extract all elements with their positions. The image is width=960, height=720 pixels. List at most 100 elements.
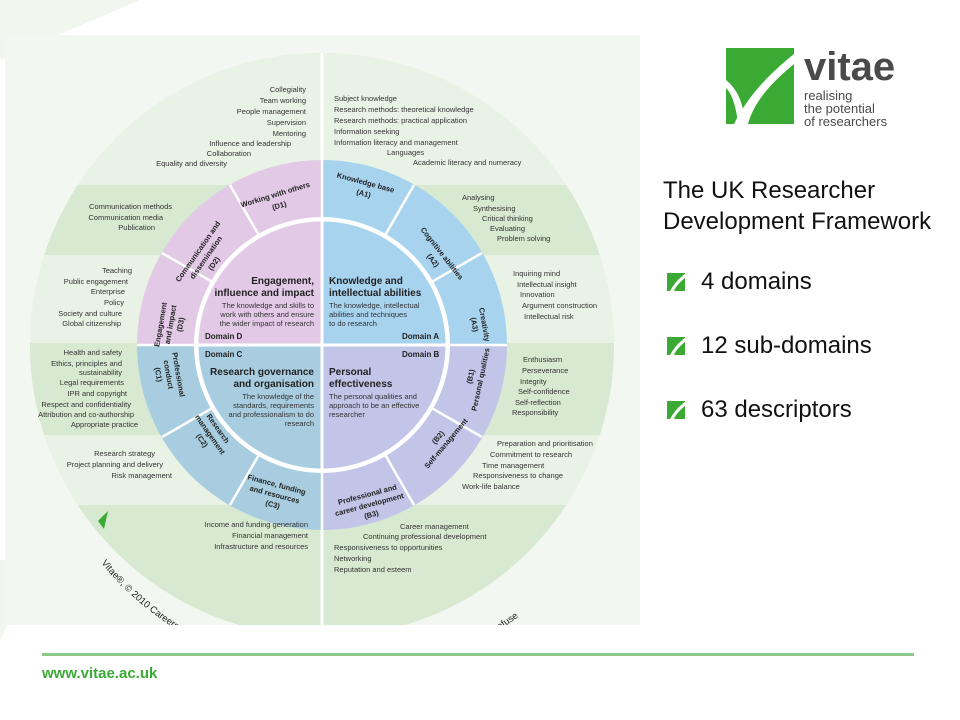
domain-c-label: Domain C [205,350,243,359]
descriptor-a1: Subject knowledge [334,94,397,103]
descriptor-c1: Legal requirements [60,378,124,387]
descriptor-d1: Influence and leadership [209,139,291,148]
descriptor-c1: Attribution and co-authorship [38,410,134,419]
descriptor-c2: Project planning and delivery [67,460,164,469]
descriptor-c1: Health and safety [64,348,123,357]
descriptor-a2: Analysing [462,193,495,202]
bullet-item: 63 descriptors [663,395,953,425]
domain-d-title: influence and impact [215,288,315,299]
descriptor-c1: Ethics, principles and [51,359,122,368]
descriptor-d3: Enterprise [91,287,125,296]
descriptor-a1: Information literacy and management [334,138,459,147]
bullet-text: 63 descriptors [701,396,852,423]
descriptor-d1: Mentoring [273,129,306,138]
logo-tagline: of researchers [804,114,888,129]
rdf-wheel-diagram: Knowledge and intellectual abilities The… [5,35,640,625]
descriptor-d2: Communication media [88,213,163,222]
domain-d-desc: The knowledge and skills to [222,301,314,310]
descriptor-a1: Academic literacy and numeracy [413,158,522,167]
domain-d-title: Engagement, [251,276,314,287]
descriptor-d2: Communication methods [89,202,172,211]
descriptor-b3: Continuing professional development [363,532,487,541]
domain-d-label: Domain D [205,332,243,341]
descriptor-c2: Risk management [112,471,173,480]
logo-brand: vitae [804,45,895,89]
descriptor-d3: Society and culture [58,309,122,318]
descriptor-a2: Evaluating [490,224,525,233]
subdomain-a1-code: (A1) [355,187,372,200]
descriptor-c3: Income and funding generation [205,520,308,529]
domain-c-desc: and professionalism to do [229,410,314,419]
descriptor-b3: Responsiveness to opportunities [334,543,443,552]
subdomain-b1-code: (B1) [465,368,477,385]
bullet-icon [667,273,685,291]
subdomain-d3-code: (D3) [175,316,186,332]
domain-b-title: Personal [329,367,371,378]
descriptor-d1: Supervision [267,118,306,127]
bullet-item: 12 sub-domains [663,331,953,361]
domain-a-title: Knowledge and [329,276,403,287]
descriptor-c3: Financial management [232,531,309,540]
descriptor-d1: Collaboration [207,149,251,158]
descriptor-a2: Problem solving [497,234,550,243]
descriptor-b3: Reputation and esteem [334,565,412,574]
domain-b-desc: researcher [329,410,365,419]
bullet-list: 4 domains 12 sub-domains 63 descriptors [663,267,953,425]
descriptor-b2: Work-life balance [462,482,520,491]
domain-c-title: and organisation [233,379,314,390]
subdomain-c3-code: (C3) [264,498,281,511]
descriptor-b2: Preparation and prioritisation [497,439,593,448]
domain-a-desc: abilities and techniques [329,310,407,319]
descriptor-a1: Information seeking [334,127,399,136]
descriptor-d2: Publication [118,223,155,232]
descriptor-d3: Public engagement [64,277,129,286]
vitae-logo: vitae realising the potential of researc… [724,40,924,135]
slide-title: The UK Researcher Development Framework [663,177,932,235]
descriptor-d3: Policy [104,298,124,307]
logo-tagline: realising [804,88,852,103]
descriptor-b2: Responsiveness to change [473,471,563,480]
domain-b-desc: The personal qualities and [329,392,417,401]
descriptor-b1: Self-reflection [515,398,561,407]
subdomain-b3-code: (B3) [363,508,380,521]
subdomain-c1-code: (C1) [153,367,164,383]
descriptor-b1: Perseverance [522,366,568,375]
descriptor-c2: Research strategy [94,449,155,458]
descriptor-b1: Self-confidence [518,387,570,396]
descriptor-a1: Languages [387,148,424,157]
domain-d-desc: work with others and ensure [219,310,314,319]
descriptor-a3: Intellectual insight [517,280,578,289]
descriptor-d1: Collegiality [270,85,307,94]
bullet-icon [667,401,685,419]
bullet-text: 12 sub-domains [701,332,872,359]
footer-url[interactable]: www.vitae.ac.uk [42,665,158,682]
descriptor-c1: IPR and copyright [67,389,128,398]
domain-a-desc: to do research [329,319,377,328]
descriptor-a2: Critical thinking [482,214,533,223]
descriptor-a3: Inquiring mind [513,269,560,278]
bullet-item: 4 domains [663,267,953,297]
descriptor-a3: Intellectual risk [524,312,574,321]
descriptor-b1: Enthusiasm [523,355,562,364]
bullet-icon [667,337,685,355]
domain-c-title: Research governance [210,367,314,378]
descriptor-b2: Commitment to research [490,450,572,459]
domain-c-desc: research [285,419,314,428]
descriptor-a1: Research methods: theoretical knowledge [334,105,474,114]
domain-b-desc: approach to be an effective [329,401,419,410]
descriptor-a3: Argument construction [522,301,597,310]
subdomain-d1-code: (D1) [271,199,288,212]
side-panel: The UK Researcher Development Framework … [663,175,953,459]
domain-b-title: effectiveness [329,379,393,390]
descriptor-b3: Career management [400,522,470,531]
logo-tagline: the potential [804,101,875,116]
footer-divider [42,653,914,656]
domain-a-label: Domain A [402,332,439,341]
descriptor-d1: Equality and diversity [156,159,227,168]
domain-core [195,218,449,472]
descriptor-b1: Responsibility [512,408,559,417]
descriptor-a2: Synthesising [473,204,516,213]
domain-b-label: Domain B [402,350,440,359]
domain-d-desc: the wider impact of research [220,319,314,328]
descriptor-d3: Global citizenship [62,319,121,328]
